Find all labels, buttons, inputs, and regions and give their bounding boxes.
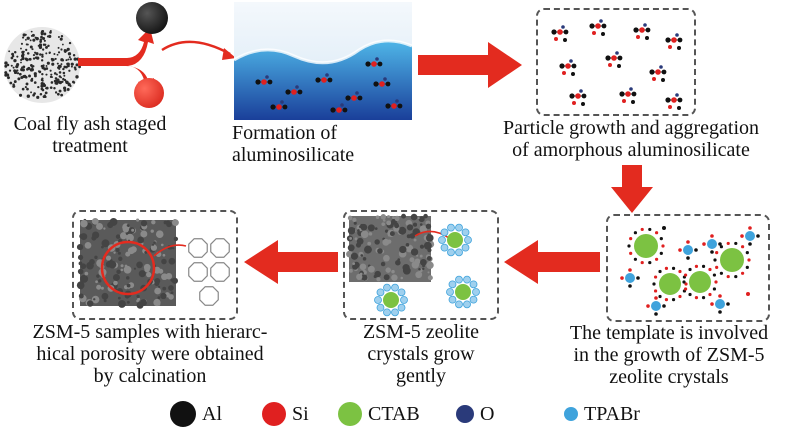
legend-label: CTAB <box>368 402 420 425</box>
caption-line: Coal fly ash staged <box>13 113 167 135</box>
arrow-left-1 <box>504 240 600 284</box>
caption-line: ZSM-5 samples with hierarc- <box>32 321 268 343</box>
caption-line: The template is involved <box>569 322 769 344</box>
legend-label: TPABr <box>584 402 640 425</box>
legend-label: O <box>480 402 495 425</box>
legend-item-o: O <box>456 402 494 426</box>
caption-line: treatment <box>52 135 128 157</box>
caption-line: zeolite crystals <box>609 366 729 388</box>
caption-line: Formation of <box>232 122 337 144</box>
curved-arrow <box>161 40 236 60</box>
caption-coal-fly-ash: Coal fly ash staged treatment <box>0 113 180 157</box>
caption-particle-growth: Particle growth and aggregation of amorp… <box>462 117 800 161</box>
legend-item-tpabr: TPABr <box>564 402 640 426</box>
legend-label: Si <box>292 402 309 425</box>
tpabr-dot-icon <box>564 407 578 421</box>
caption-line: aluminosilicate <box>232 144 355 166</box>
si-dot-icon <box>262 402 286 426</box>
legend-item-si: Si <box>262 402 309 426</box>
arrow-left-2 <box>244 240 338 284</box>
caption-line: Particle growth and aggregation <box>502 117 760 139</box>
al-dot-icon <box>170 401 196 427</box>
legend-item-ctab: CTAB <box>338 402 420 426</box>
caption-line: in the growth of ZSM-5 <box>573 344 765 366</box>
panel-template <box>606 214 770 322</box>
legend-label: Al <box>202 402 222 425</box>
ctab-dot-icon <box>338 402 362 426</box>
al-ball-top <box>136 2 168 34</box>
caption-line: hical porosity were obtained <box>36 343 264 365</box>
caption-calcination: ZSM-5 samples with hierarc- hical porosi… <box>0 321 300 387</box>
caption-line: of amorphous aluminosilicate <box>512 139 750 161</box>
caption-line: crystals grow <box>367 343 475 365</box>
caption-zeolite-grow: ZSM-5 zeolite crystals grow gently <box>336 321 506 387</box>
arrow-down <box>611 165 653 213</box>
caption-line: gently <box>396 365 446 387</box>
si-ball-top <box>134 78 164 108</box>
coal-fly-ash-pile <box>4 27 81 103</box>
aluminosilicate-solution-image <box>234 2 412 120</box>
caption-formation: Formation of aluminosilicate <box>232 122 372 166</box>
panel-calcination <box>72 210 238 320</box>
caption-line: ZSM-5 zeolite <box>362 321 480 343</box>
arrow-right-1 <box>418 42 522 88</box>
o-dot-icon <box>456 405 474 423</box>
legend-item-al: Al <box>170 401 222 427</box>
panel-zeolite-grow <box>343 210 499 320</box>
split-arrow <box>78 28 154 94</box>
caption-template: The template is involved in the growth o… <box>540 322 798 388</box>
panel-particle-growth <box>536 8 696 116</box>
caption-line: by calcination <box>93 365 207 387</box>
